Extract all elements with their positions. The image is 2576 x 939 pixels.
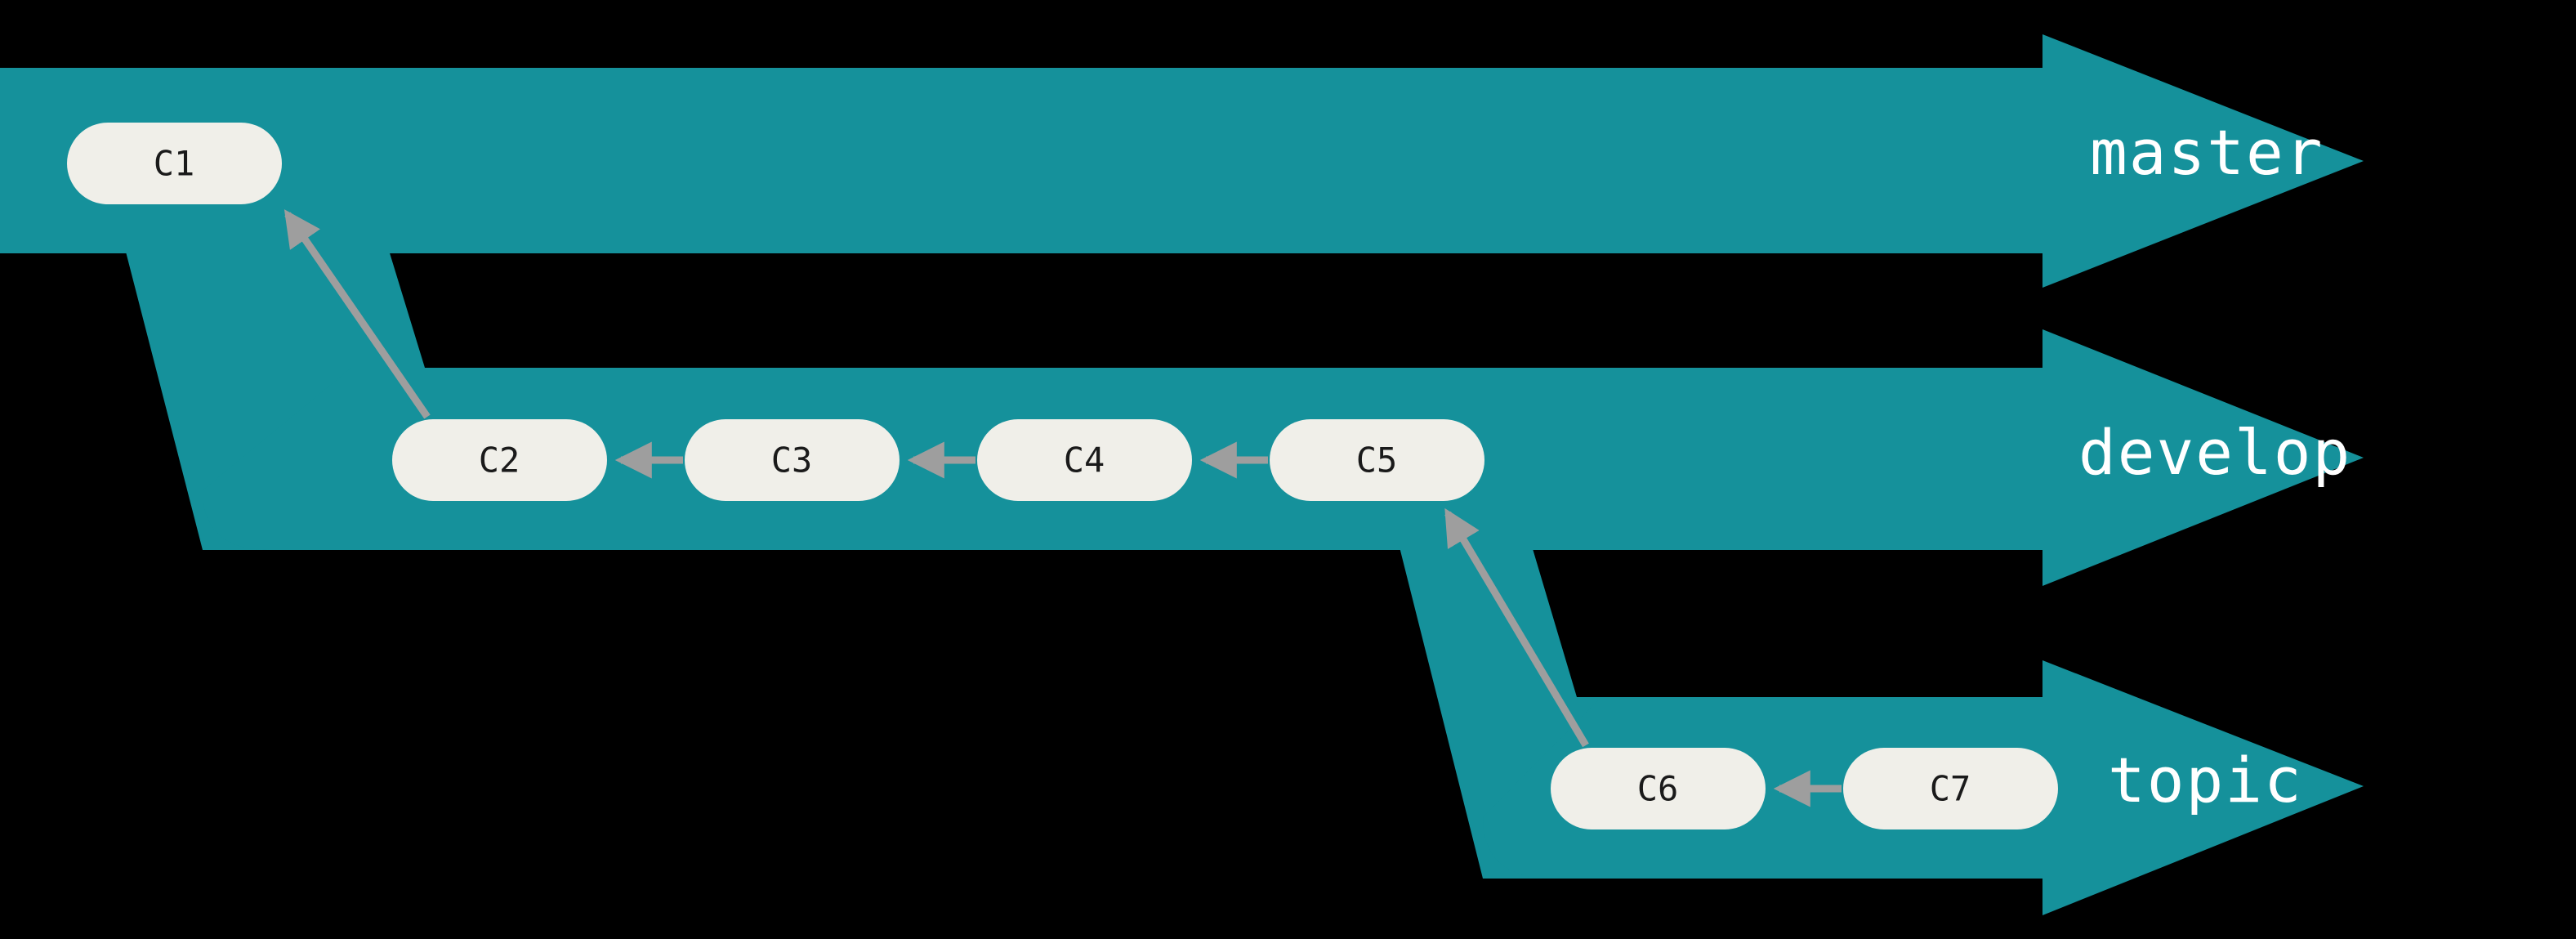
commit-pill[interactable]: [1551, 748, 1766, 829]
commit-label: C7: [1930, 769, 1971, 809]
commit-node-c2[interactable]: C2: [392, 419, 607, 501]
commit-node-c7[interactable]: C7: [1843, 748, 2058, 829]
branch-label-develop: develop: [2078, 416, 2351, 489]
commit-pill[interactable]: [977, 419, 1192, 501]
commit-pill[interactable]: [392, 419, 607, 501]
commit-pill[interactable]: [1843, 748, 2058, 829]
ribbon-bend-develop: [203, 368, 458, 550]
commit-node-c5[interactable]: C5: [1270, 419, 1484, 501]
commit-label: C2: [479, 440, 520, 481]
commit-label: C5: [1356, 440, 1398, 481]
commit-edges: [283, 209, 1842, 807]
commit-nodes: C1 C2 C3 C4 C5 C6: [67, 123, 2058, 829]
branch-labels: master develop topic: [2078, 116, 2351, 816]
commit-label: C1: [154, 144, 195, 184]
commit-pill[interactable]: [67, 123, 282, 204]
commit-pill[interactable]: [1270, 419, 1484, 501]
branch-ribbon-master: [0, 34, 2364, 288]
commit-node-c6[interactable]: C6: [1551, 748, 1766, 829]
commit-label: C3: [771, 440, 813, 481]
commit-label: C6: [1637, 769, 1679, 809]
commit-node-c3[interactable]: C3: [685, 419, 900, 501]
commit-node-c1[interactable]: C1: [67, 123, 282, 204]
commit-node-c4[interactable]: C4: [977, 419, 1192, 501]
branch-label-master: master: [2090, 116, 2324, 189]
branch-ribbon-develop: [106, 176, 2364, 586]
commit-label: C4: [1064, 440, 1105, 481]
edge-c2-to-c1: [283, 209, 431, 419]
branch-label-topic: topic: [2108, 744, 2303, 816]
edge-c6-to-c5: [1444, 508, 1589, 748]
commit-pill[interactable]: [685, 419, 900, 501]
